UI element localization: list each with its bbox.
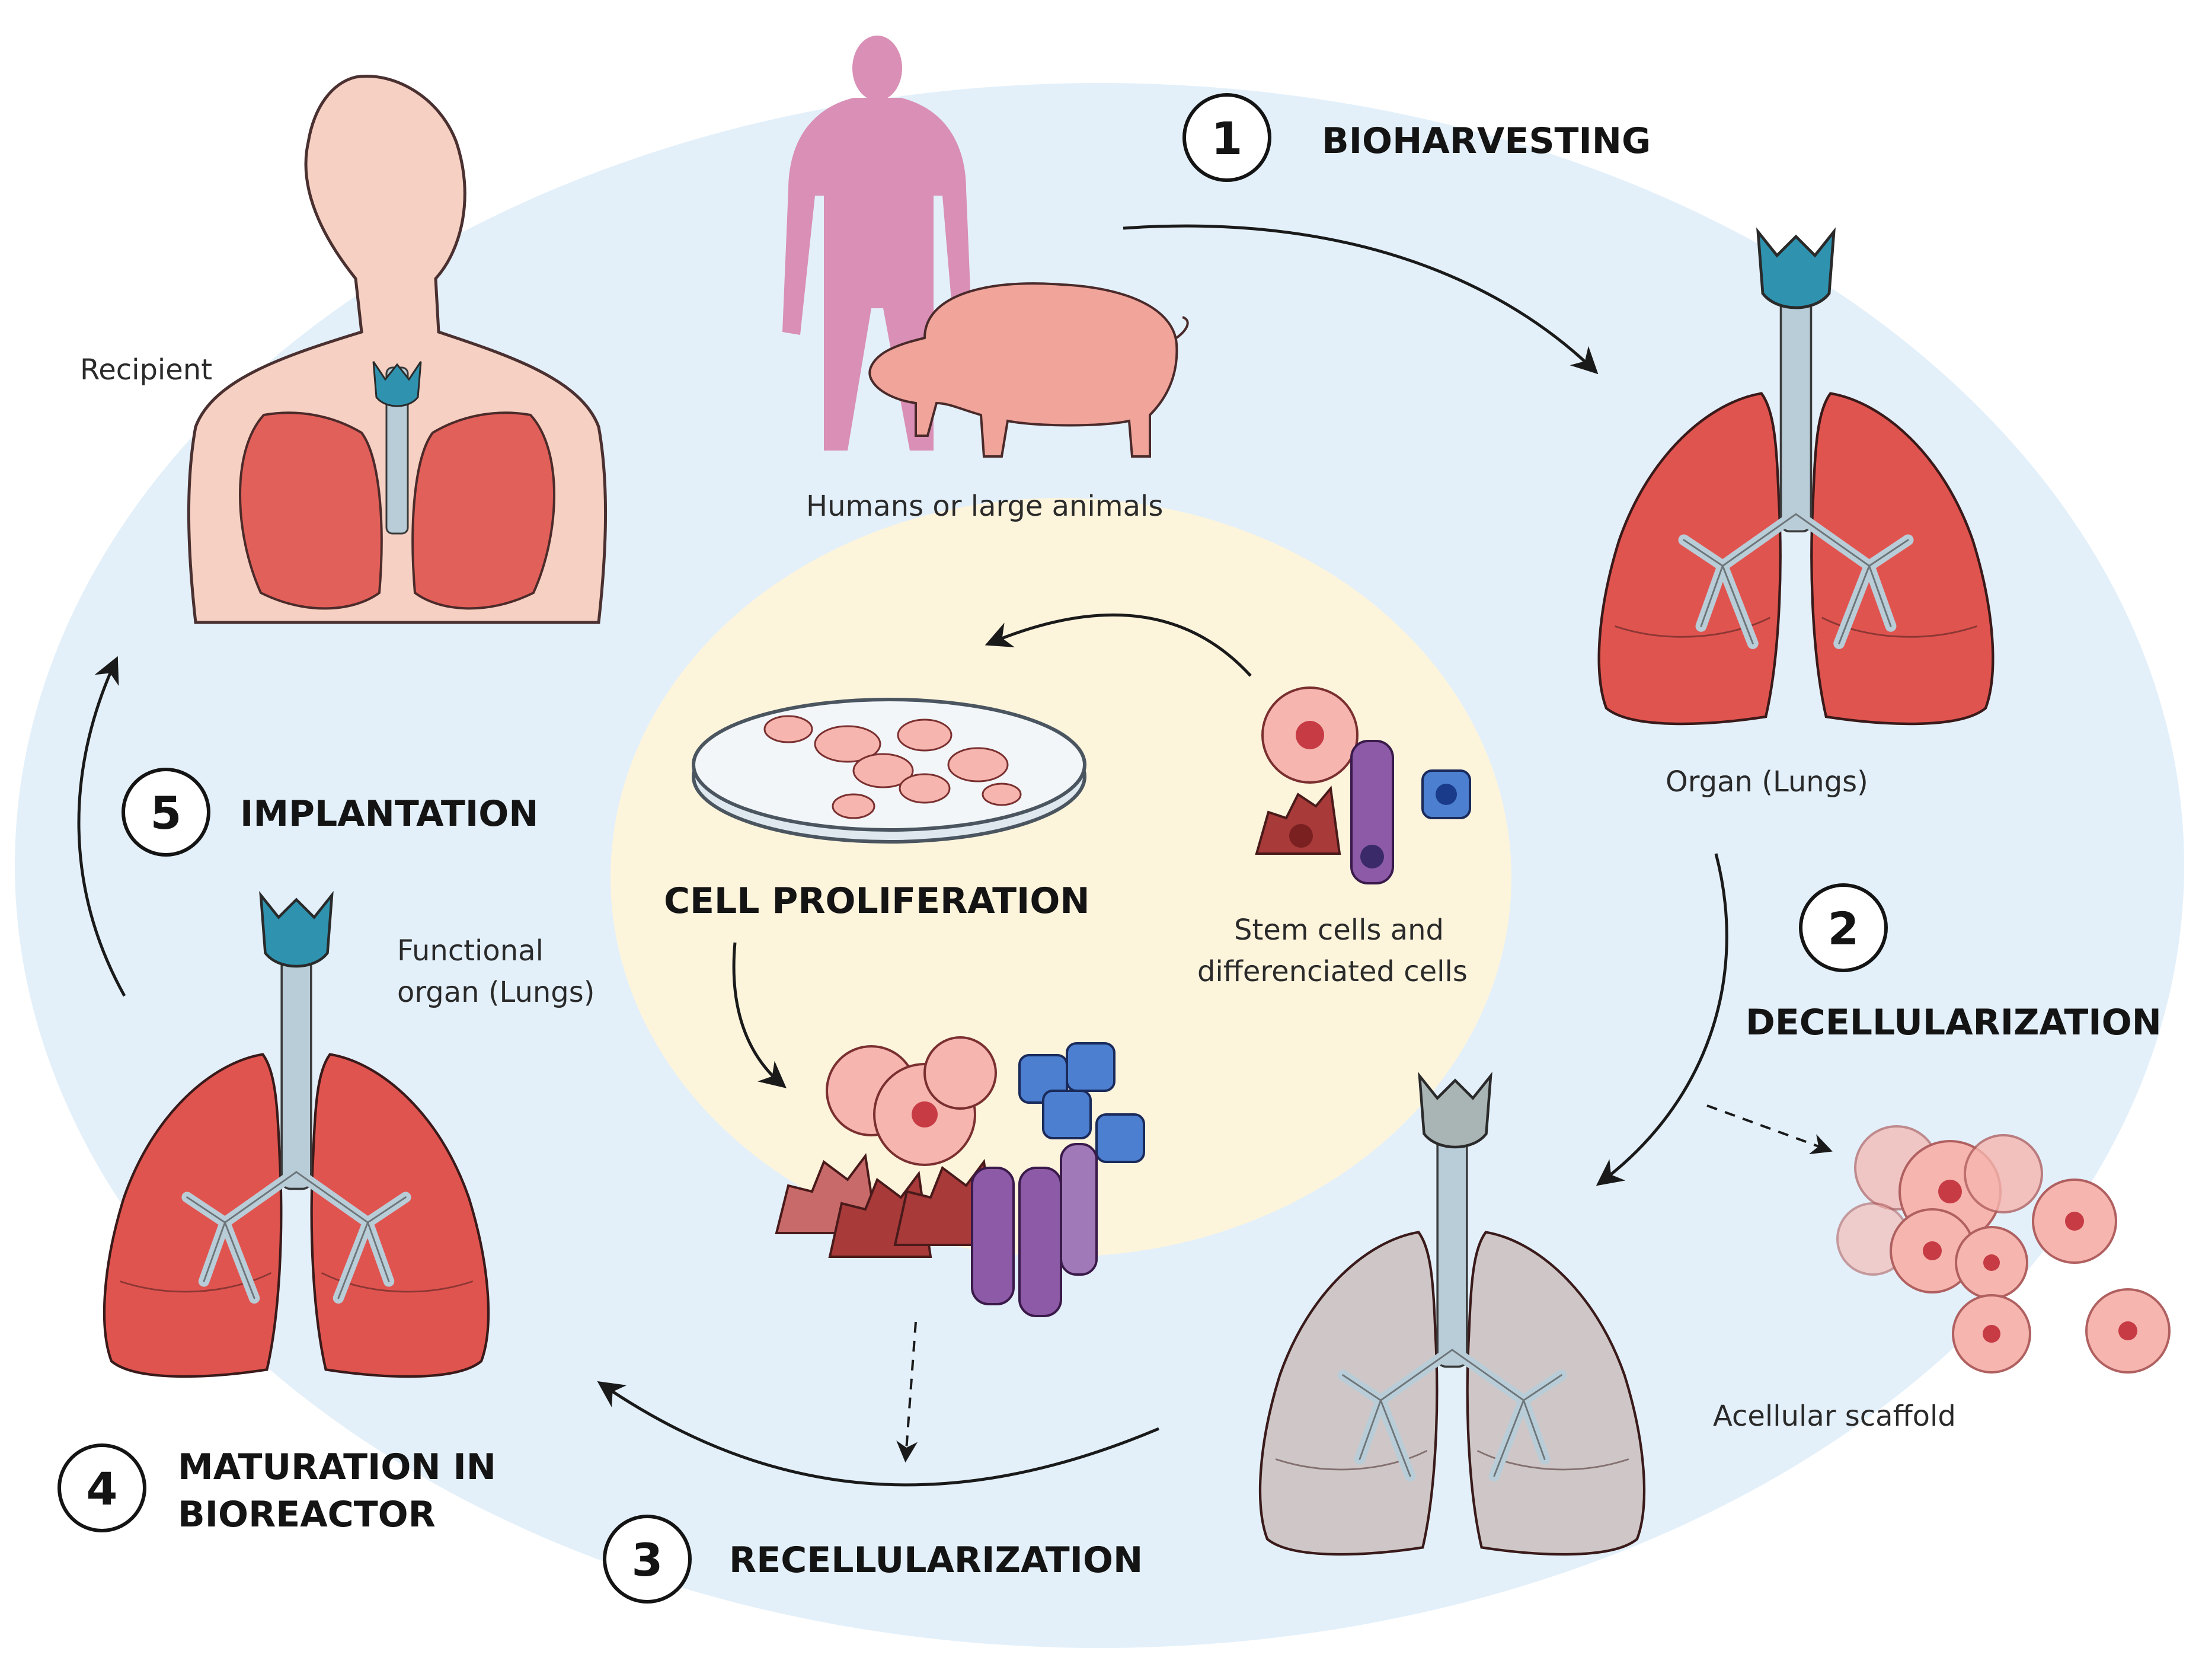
functional-organ-caption-line1: Functional (397, 934, 544, 967)
step-5-badge: 5 (122, 768, 210, 857)
functional-organ-caption-line2: organ (Lungs) (397, 976, 595, 1009)
organ-caption: Organ (Lungs) (1666, 765, 1868, 799)
human-bust-icon (187, 75, 608, 624)
step-3-badge: 3 (603, 1515, 692, 1604)
removed-cells-nuclei (1923, 1180, 2137, 1343)
pig-icon (868, 282, 1189, 458)
step-4-title-line2: BIOREACTOR (178, 1494, 436, 1535)
step-4-badge: 4 (57, 1443, 146, 1532)
stem-cells-caption-line2: differenciated cells (1197, 955, 1468, 988)
step-4-number: 4 (87, 1462, 118, 1515)
donors-caption: Humans or large animals (806, 490, 1163, 523)
cell-cluster-icon (775, 1036, 1145, 1317)
arrow-bioharvest-to-organ (1123, 224, 1599, 375)
arrow-stemcells-to-dish (985, 613, 1252, 677)
recipient-caption: Recipient (80, 353, 212, 387)
step-1-number: 1 (1212, 112, 1243, 165)
step-3-title: RECELLULARIZATION (729, 1540, 1143, 1581)
arrow-organ-to-scaffold (1596, 853, 1728, 1186)
dish-cells (763, 715, 1022, 819)
arrow-cells-to-scaffold (896, 1321, 918, 1463)
step-5-title: IMPLANTATION (240, 793, 538, 835)
scaffold-caption: Acellular scaffold (1713, 1400, 1956, 1433)
step-2-badge: 2 (1799, 883, 1888, 972)
step-1-badge: 1 (1182, 93, 1271, 182)
step-4-title-line1: MATURATION IN (178, 1446, 496, 1488)
arrow-maturation-to-implantation (77, 656, 126, 997)
arrow-dish-to-cells (732, 942, 787, 1088)
arrow-cells-removed (1706, 1104, 1833, 1155)
step-2-number: 2 (1828, 902, 1859, 955)
step-5-number: 5 (151, 787, 182, 839)
stem-cells-caption-line1: Stem cells and (1234, 914, 1444, 947)
step-3-number: 3 (632, 1534, 663, 1586)
arrow-scaffold-to-maturation (597, 1381, 1159, 1487)
stem-cells-icon (1255, 686, 1471, 884)
step-2-title: DECELLULARIZATION (1746, 1002, 2162, 1043)
step-1-title: BIOHARVESTING (1322, 120, 1651, 162)
cell-proliferation-title: CELL PROLIFERATION (664, 880, 1090, 922)
